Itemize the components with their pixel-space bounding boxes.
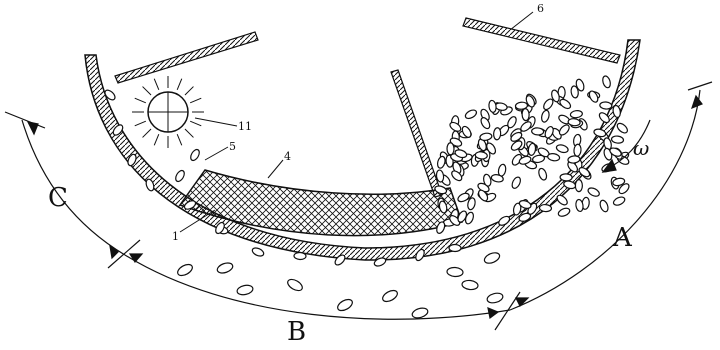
grain-kernel-icon xyxy=(286,277,304,293)
grain-kernel-icon xyxy=(174,169,186,183)
zone-b-arc xyxy=(125,255,510,319)
grain-kernel-icon xyxy=(411,306,429,319)
grain-kernel-icon xyxy=(488,100,497,113)
grain-kernel-icon xyxy=(176,262,194,278)
grain-kernel-icon xyxy=(447,143,454,155)
grain-kernel-icon xyxy=(616,122,630,135)
grain-kernel-icon xyxy=(447,267,464,277)
part-number-6: 6 xyxy=(537,2,544,15)
grain-kernel-icon xyxy=(483,251,501,266)
grain-kernel-icon xyxy=(449,244,461,251)
grain-kernel-icon xyxy=(462,280,479,291)
grain-kernel-icon xyxy=(464,108,478,120)
zone-label-b: B xyxy=(287,317,306,347)
grain-kernel-icon xyxy=(612,195,626,206)
grain-kernel-icon xyxy=(560,174,572,182)
baffle-plate xyxy=(391,70,442,197)
grain-kernel-icon xyxy=(294,252,306,259)
grain-kernel-icon xyxy=(557,207,571,218)
cover-plate-right xyxy=(463,18,620,63)
grain-kernel-icon xyxy=(493,128,501,140)
grain-kernel-icon xyxy=(599,199,610,213)
grain-kernel-icon xyxy=(189,148,201,162)
grain-kernel-icon xyxy=(436,156,446,169)
grain-kernel-icon xyxy=(537,167,548,181)
zone-label-a: A xyxy=(612,223,633,253)
grain-kernel-icon xyxy=(556,144,570,154)
grain-kernel-icon xyxy=(539,204,551,212)
grain-kernel-icon xyxy=(522,108,530,120)
grain-kernel-icon xyxy=(216,261,234,275)
grain-kernel-icon xyxy=(600,102,613,110)
part-number-5: 5 xyxy=(229,140,236,153)
grain-kernel-icon xyxy=(251,246,265,257)
grain-kernel-icon xyxy=(588,90,600,104)
grain-kernel-icon xyxy=(568,118,581,126)
grain-kernel-icon xyxy=(381,288,399,304)
grain-kernel-icon xyxy=(510,176,522,190)
zone-label-c: C xyxy=(48,183,68,213)
cover-plate-left xyxy=(115,32,258,83)
part-number-1: 1 xyxy=(172,230,179,243)
grain-kernel-icon xyxy=(601,75,611,89)
rotation-symbol: ω xyxy=(633,136,649,160)
grain-kernel-icon xyxy=(573,144,581,157)
sun-lamp-icon xyxy=(132,76,204,148)
grain-kernel-icon xyxy=(531,128,543,136)
part-number-11: 11 xyxy=(238,120,252,133)
grain-kernel-icon xyxy=(532,154,545,163)
zone-c-arc xyxy=(22,120,125,255)
grain-kernel-icon xyxy=(547,153,560,162)
grain-kernel-icon xyxy=(336,297,354,313)
grain-kernel-icon xyxy=(236,284,254,296)
grain-kernel-icon xyxy=(486,292,504,305)
grain-kernel-icon xyxy=(611,135,624,143)
grain-kernel-icon xyxy=(575,180,582,192)
grain-kernel-icon xyxy=(570,110,583,119)
grain-kernel-icon xyxy=(479,132,492,141)
grain-kernel-icon xyxy=(587,186,601,198)
grain-kernel-icon xyxy=(540,110,550,123)
part-number-4: 4 xyxy=(284,150,291,163)
